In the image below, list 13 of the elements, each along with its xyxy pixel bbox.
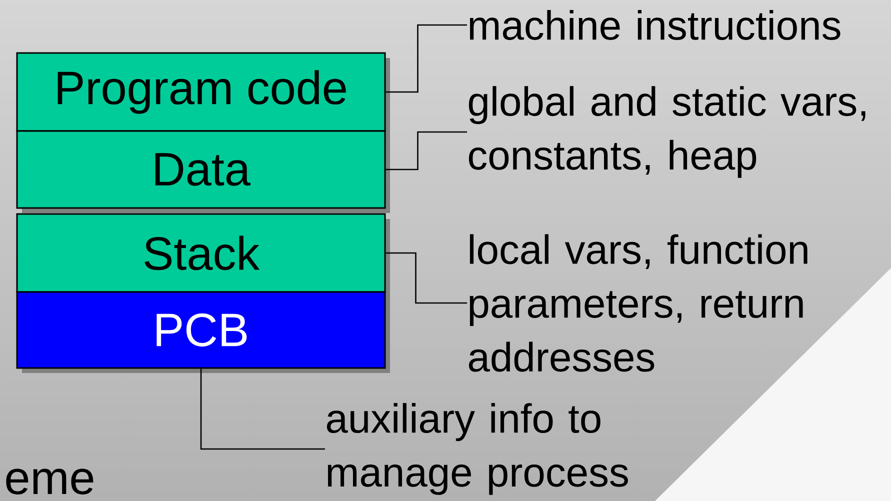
- leader-line: [200, 368, 325, 450]
- annotation: local vars, function parameters, return addresses: [468, 234, 808, 372]
- slide-text: eme: [6, 468, 94, 494]
- leader-line: [386, 24, 467, 93]
- annotation: global and static vars, constants, heap: [468, 86, 866, 178]
- leader-line: [386, 252, 467, 304]
- memory-segment: Stack: [16, 213, 386, 293]
- annotation: machine instructions: [470, 10, 840, 40]
- memory-segment: PCB: [16, 291, 386, 369]
- memory-segment: Data: [16, 130, 386, 209]
- memory-segment: Program code: [16, 52, 386, 132]
- leader-line: [386, 131, 467, 170]
- annotation: auxiliary info to manage process: [326, 403, 628, 495]
